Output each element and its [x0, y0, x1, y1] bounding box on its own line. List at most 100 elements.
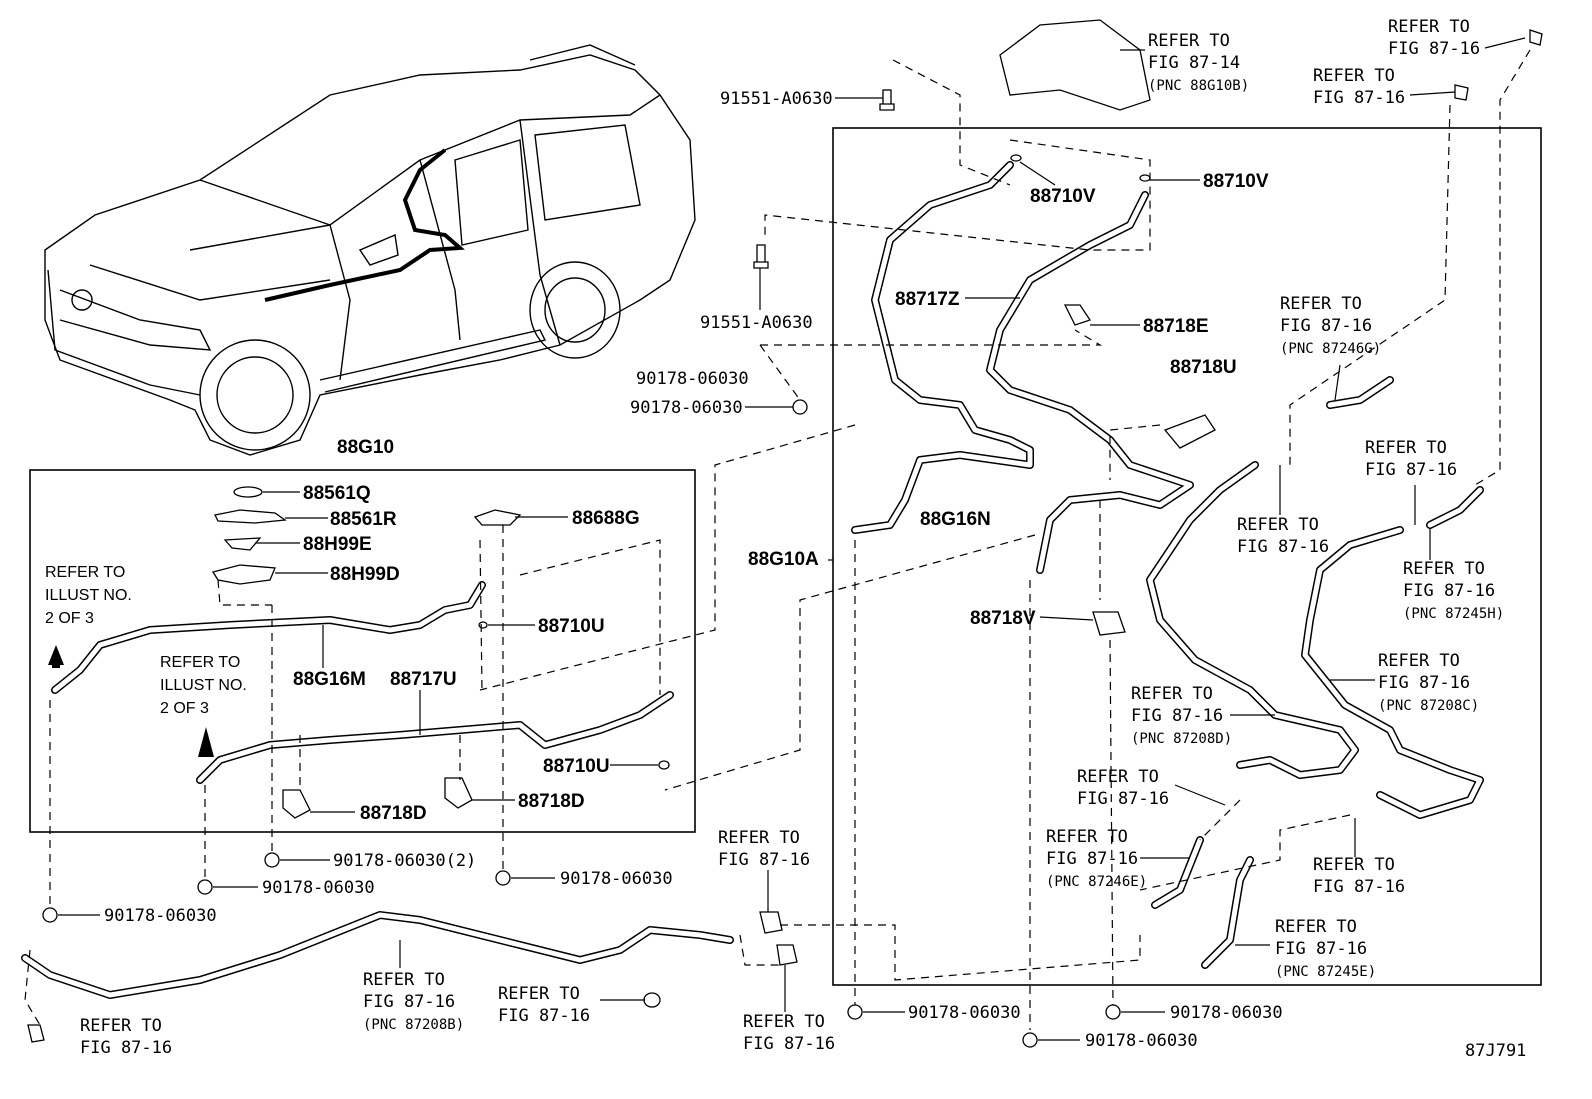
label-91551-b: 91551-A0630 [700, 313, 813, 333]
clamp-88718V [1092, 611, 1126, 636]
hose-87245H [1426, 486, 1484, 529]
label-88710V-a: 88710V [1030, 186, 1096, 207]
clamp-88718U [1163, 414, 1216, 449]
refer-line: REFER TO [1275, 917, 1357, 937]
refer-line: (PNC 87208B) [363, 1017, 464, 1033]
oring-88710U-b [658, 760, 670, 770]
refer-line: REFER TO [1313, 66, 1395, 86]
gasket-88561Q [233, 486, 263, 498]
label-91551-a: 91551-A0630 [720, 89, 833, 109]
label-88H99D: 88H99D [330, 564, 400, 585]
clamp-bottom-left [27, 1024, 45, 1043]
label-90178-a: 90178-06030 [636, 369, 749, 389]
refer-line: FIG 87-16 [1131, 706, 1223, 726]
refer-line: FIG 87-16 [718, 850, 810, 870]
vehicle-illustration [44, 44, 696, 456]
label-90178-c: 90178-06030(2) [333, 851, 476, 871]
refer-line: REFER TO [80, 1016, 162, 1036]
label-88718E: 88718E [1143, 316, 1209, 337]
label-88710V-b: 88710V [1203, 171, 1269, 192]
refer-line: REFER TO [498, 984, 580, 1004]
grommet-bottom [643, 992, 661, 1008]
nut-90178-b [264, 852, 280, 868]
clamp-88718E [1063, 304, 1092, 326]
diagram-id: 87J791 [1465, 1041, 1526, 1061]
refer-line: ILLUST NO. [45, 587, 132, 604]
hose-87246E [1151, 836, 1204, 909]
label-88718V: 88718V [970, 608, 1036, 629]
refer-line: (PNC 88G10B) [1148, 78, 1249, 94]
label-88710U-a: 88710U [538, 616, 605, 637]
refer-line: FIG 87-16 [1046, 849, 1138, 869]
pipe-88717U [196, 691, 674, 784]
refer-line: (PNC 87245H) [1403, 606, 1504, 622]
label-88717Z: 88717Z [895, 289, 960, 310]
clamp-88718D-b [444, 777, 473, 809]
refer-line: ILLUST NO. [160, 677, 247, 694]
nut-90178-g [1105, 1004, 1121, 1020]
refer-line: 2 OF 3 [160, 700, 209, 717]
refer-line: FIG 87-16 [1313, 88, 1405, 108]
refer-line: REFER TO [1046, 827, 1128, 847]
refer-line: FIG 87-16 [1365, 460, 1457, 480]
refer-line: (PNC 87246G) [1280, 341, 1381, 357]
label-88718D-a: 88718D [360, 803, 427, 824]
clamp-88718D-a [282, 789, 311, 819]
bracket-88H99D [211, 564, 276, 585]
pipe-88717Z [986, 191, 1194, 574]
bracket-88H99E [223, 537, 262, 551]
label-90178-g: 90178-06030 [908, 1003, 1021, 1023]
refer-line: FIG 87-16 [1403, 581, 1495, 601]
refer-line: FIG 87-16 [1280, 316, 1372, 336]
nut-90178-c [197, 879, 213, 895]
group-88G10-box [29, 469, 696, 833]
leader-lines [58, 37, 1526, 1041]
label-88710U-b: 88710U [543, 756, 610, 777]
refer-line: FIG 87-16 [80, 1038, 172, 1058]
refer-line: FIG 87-16 [1313, 877, 1405, 897]
refer-line: REFER TO [1378, 651, 1460, 671]
label-88718D-b: 88718D [518, 791, 585, 812]
nut-90178-d [42, 907, 58, 923]
label-88G16M: 88G16M [293, 669, 366, 690]
pipe-underfloor-87208B [21, 911, 734, 999]
group-88G10A-box [832, 127, 1542, 986]
label-90178-b: 90178-06030 [630, 398, 743, 418]
label-88718U: 88718U [1170, 357, 1237, 378]
refer-line: REFER TO [743, 1012, 825, 1032]
refer-line: (PNC 87208C) [1378, 698, 1479, 714]
clamp-bottom-b [776, 944, 798, 966]
refer-line: FIG 87-16 [1275, 939, 1367, 959]
refer-line: REFER TO [363, 970, 445, 990]
refer-line: FIG 87-16 [498, 1006, 590, 1026]
refer-line: REFER TO [1148, 31, 1230, 51]
bolt-91551-b [753, 244, 769, 269]
nut-90178-f [847, 1004, 863, 1020]
refer-line: REFER TO [1403, 559, 1485, 579]
refer-line: 2 OF 3 [45, 610, 94, 627]
refer-line: FIG 87-16 [743, 1034, 835, 1054]
nut-90178-h [1022, 1032, 1038, 1048]
label-88G10A: 88G10A [748, 549, 819, 570]
label-88H99E: 88H99E [303, 534, 372, 555]
clip-top-a [1529, 29, 1543, 46]
pipe-88G16M [51, 581, 486, 694]
refer-line: REFER TO [1280, 294, 1362, 314]
pipe-rear-87208D [1146, 461, 1359, 779]
refer-line: REFER TO [1237, 515, 1319, 535]
